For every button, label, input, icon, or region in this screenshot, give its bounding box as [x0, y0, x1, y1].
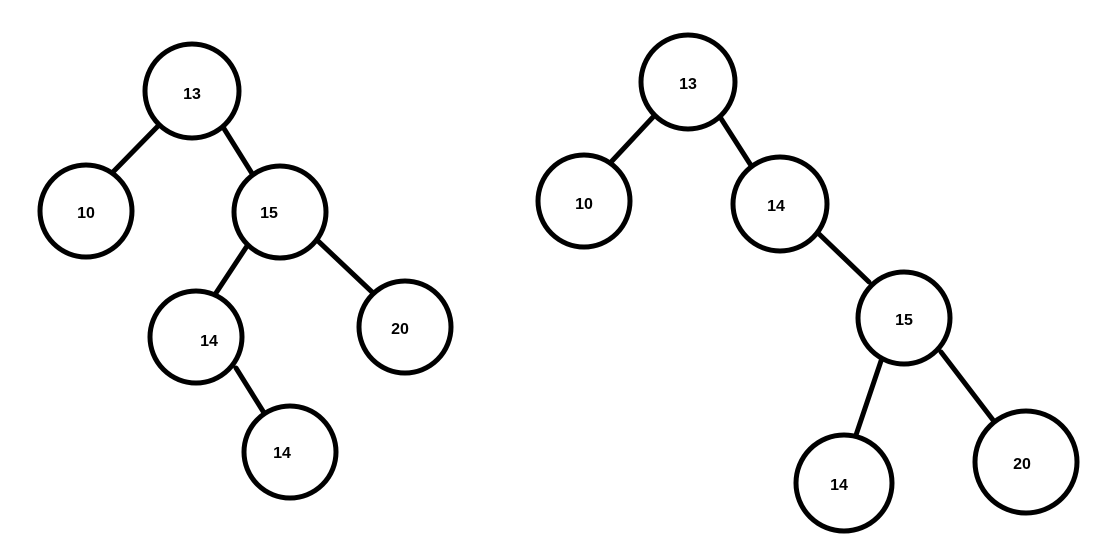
node-circle[interactable]	[37, 162, 135, 260]
tree-edge	[233, 365, 269, 419]
node-circle[interactable]	[855, 269, 953, 367]
tree-edge	[220, 124, 256, 178]
node-label: 13	[679, 76, 697, 93]
edges-layer	[110, 113, 996, 441]
tree-node[interactable]: 15	[855, 269, 953, 367]
node-label: 15	[895, 312, 913, 329]
node-circle[interactable]	[241, 403, 339, 501]
tree-node[interactable]: 13	[142, 41, 242, 141]
tree-node[interactable]: 14	[241, 403, 339, 501]
node-label: 20	[1013, 456, 1031, 473]
tree-node[interactable]: 13	[638, 32, 738, 132]
tree-nodes-after-rotation: 13 10 14 15 14 20	[535, 32, 1080, 534]
node-label: 10	[77, 205, 95, 222]
tree-nodes-before-rotation: 13 10 15 14 20 14	[37, 41, 454, 501]
tree-edge	[213, 240, 252, 296]
node-circle[interactable]	[356, 278, 454, 376]
node-label: 14	[273, 445, 291, 462]
node-label: 20	[391, 321, 409, 338]
tree-node[interactable]: 20	[356, 278, 454, 376]
tree-edge	[717, 114, 755, 170]
node-circle[interactable]	[231, 163, 329, 261]
node-label: 14	[767, 198, 785, 215]
tree-node[interactable]: 10	[535, 152, 633, 250]
tree-node[interactable]: 14	[793, 432, 895, 534]
tree-edge	[110, 122, 162, 175]
node-label: 10	[575, 196, 593, 213]
tree-node[interactable]: 15	[231, 163, 329, 261]
tree-edge	[815, 230, 872, 285]
tree-edges-before-rotation	[110, 122, 375, 419]
node-label: 15	[260, 205, 278, 222]
node-label: 14	[200, 333, 218, 350]
node-circle[interactable]	[147, 288, 245, 386]
node-circle[interactable]	[638, 32, 738, 132]
nodes-layer: 13 10 15 14 20 14 13 10 14 15 14 20	[37, 32, 1080, 534]
node-label: 13	[183, 86, 201, 103]
node-circle[interactable]	[142, 41, 242, 141]
node-label: 14	[830, 477, 848, 494]
tree-node[interactable]: 10	[37, 162, 135, 260]
node-circle[interactable]	[730, 154, 830, 254]
node-circle[interactable]	[793, 432, 895, 534]
tree-edge	[852, 355, 885, 441]
tree-edge	[314, 237, 375, 295]
tree-edge	[938, 349, 996, 423]
tree-edge	[609, 113, 657, 164]
node-circle[interactable]	[535, 152, 633, 250]
node-circle[interactable]	[972, 408, 1080, 516]
tree-node[interactable]: 14	[147, 288, 245, 386]
tree-node[interactable]: 20	[972, 408, 1080, 516]
tree-node[interactable]: 14	[730, 154, 830, 254]
tree-edges-after-rotation	[609, 113, 996, 441]
